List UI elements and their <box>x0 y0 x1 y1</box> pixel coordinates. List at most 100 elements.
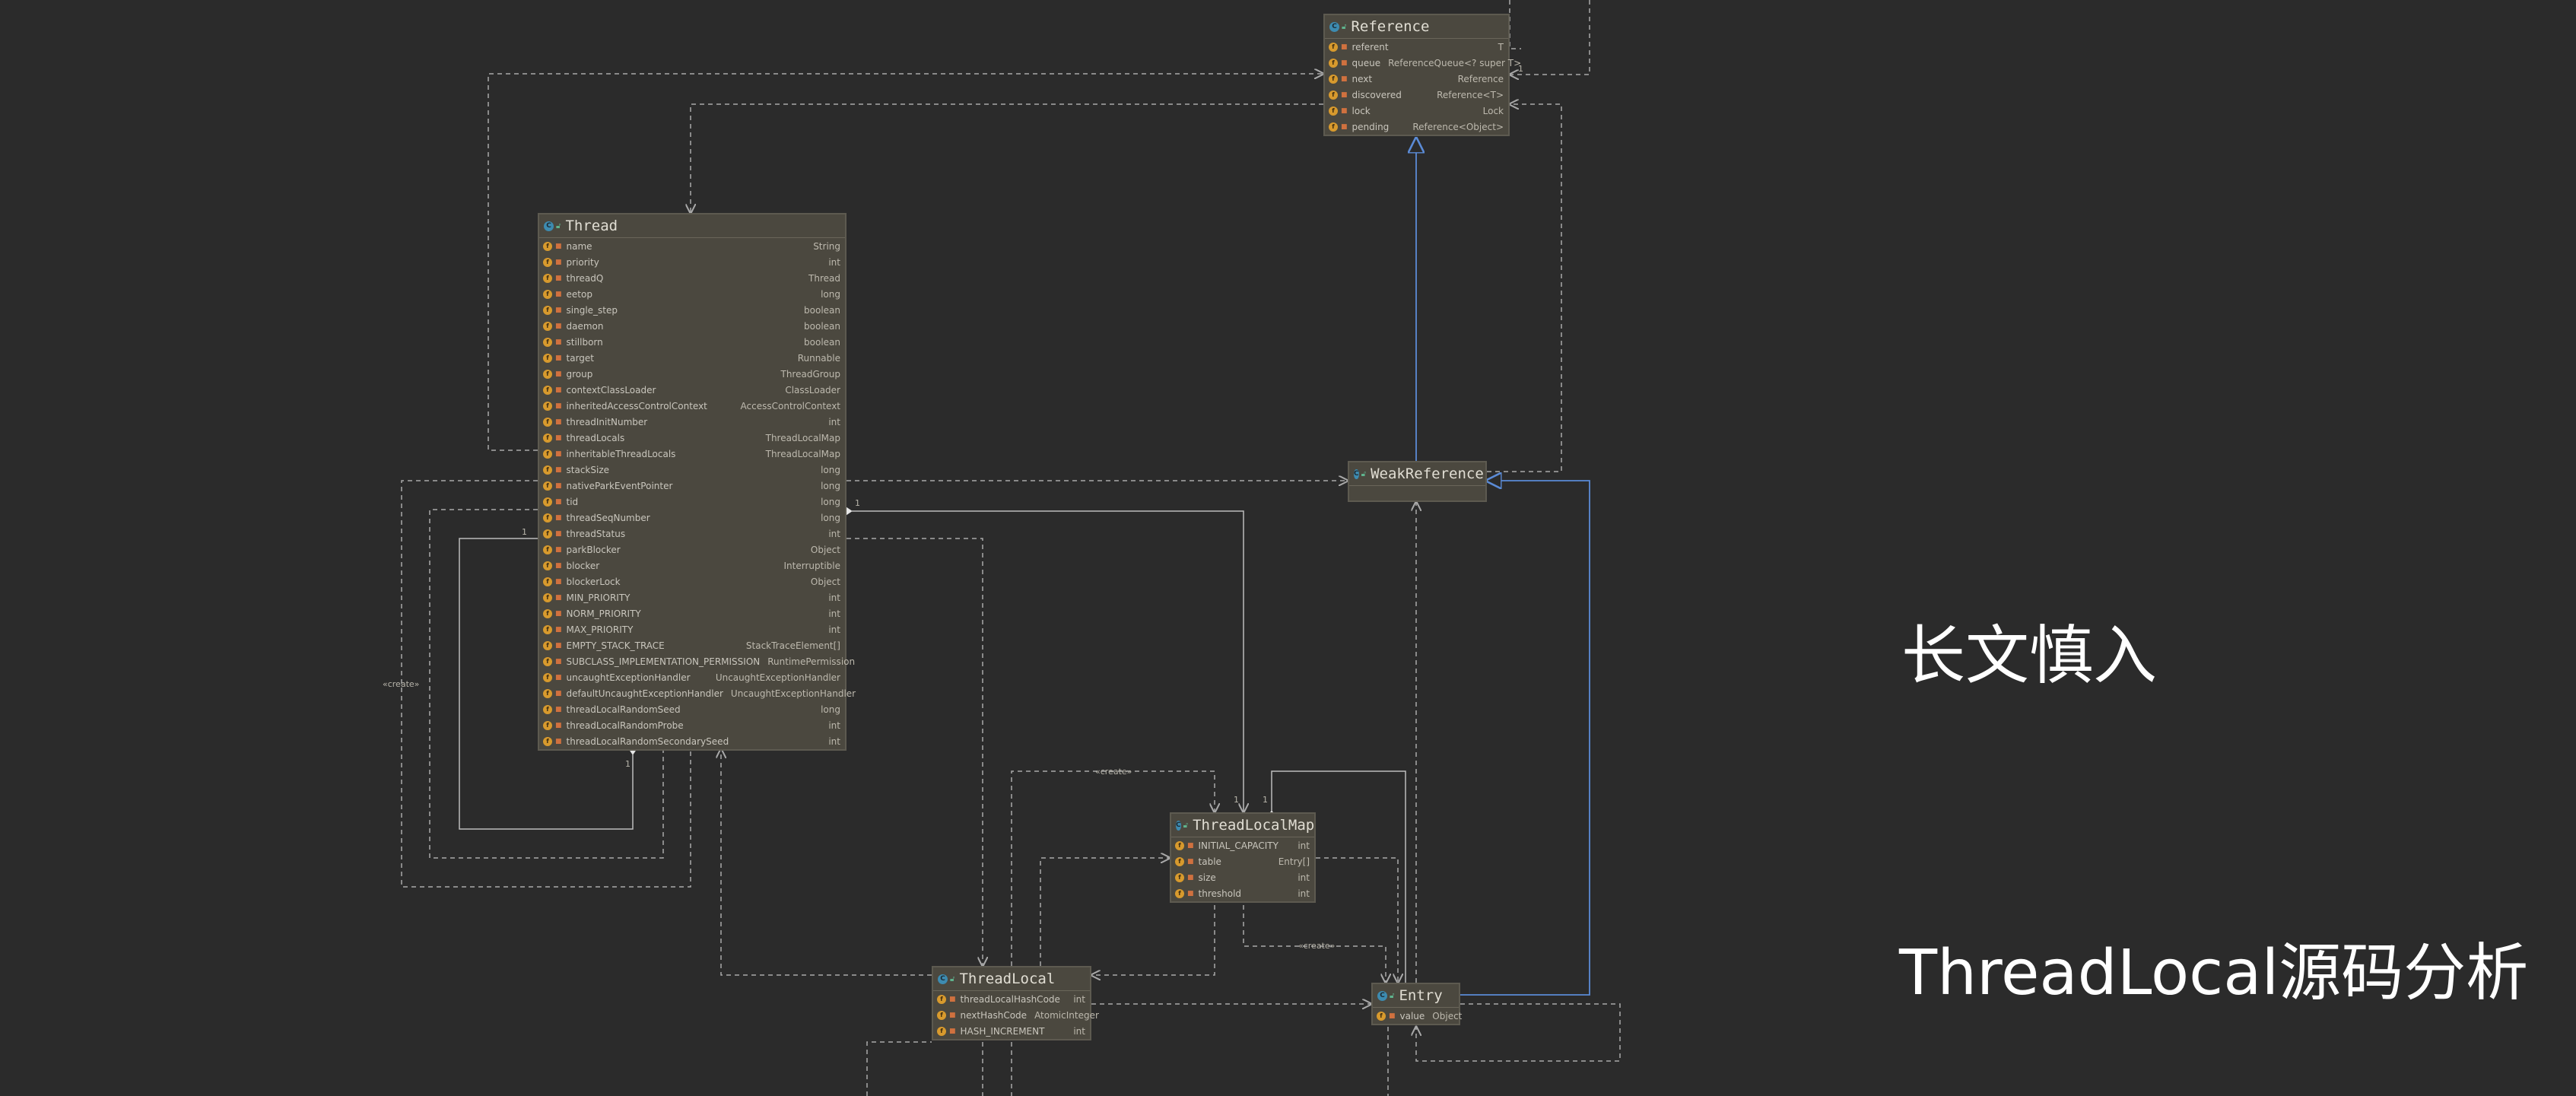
field-f-icon: f <box>543 513 552 523</box>
lock-visibility-icon: ■ <box>555 545 562 554</box>
field-f-icon: f <box>1329 74 1338 84</box>
field-f-icon: f <box>543 241 552 251</box>
field-f-icon: f <box>543 481 552 491</box>
class-header: C 🔓︎ Thread <box>539 214 845 238</box>
field-type: Interruptible <box>783 560 840 571</box>
edge-map-to-entry <box>1316 857 1398 983</box>
lock-visibility-icon: ■ <box>949 995 956 1003</box>
lock-visibility-icon: ■ <box>555 418 562 426</box>
lock-visibility-icon: ■ <box>555 737 562 745</box>
class-name: Thread <box>565 218 618 234</box>
field-name: contextClassLoader <box>566 384 656 396</box>
lock-visibility-icon: ■ <box>555 529 562 538</box>
class-weakreference[interactable]: C 🔓︎ WeakReference <box>1348 461 1487 502</box>
field-f-icon: f <box>543 688 552 698</box>
class-name: Reference <box>1351 18 1430 35</box>
field-f-icon: f <box>543 720 552 730</box>
field-f-icon: f <box>543 561 552 570</box>
field-type: int <box>828 720 840 731</box>
field-name: next <box>1352 73 1373 84</box>
lock-visibility-icon: ■ <box>555 450 562 458</box>
class-header: C 🔓︎ ThreadLocalMap <box>1171 814 1314 837</box>
lock-visibility-icon: 🔓︎ <box>1361 469 1367 478</box>
field-f-icon: f <box>1175 856 1184 866</box>
field-type: boolean <box>804 336 840 348</box>
lock-visibility-icon: ■ <box>1341 106 1348 115</box>
field-name: threshold <box>1198 888 1242 899</box>
edge-weakref-to-reference <box>1487 104 1562 472</box>
lock-visibility-icon: ■ <box>555 290 562 298</box>
field-name: threadSeqNumber <box>566 512 650 523</box>
field-f-icon: f <box>543 353 552 363</box>
class-c-icon: C <box>1329 21 1339 32</box>
field-name: target <box>566 352 595 364</box>
lock-visibility-icon: ■ <box>555 481 562 490</box>
field-name: stackSize <box>566 464 610 475</box>
lock-visibility-icon: ■ <box>1341 75 1348 83</box>
field-name: queue <box>1352 57 1381 68</box>
field-f-icon: f <box>543 321 552 331</box>
lock-visibility-icon: ■ <box>555 497 562 506</box>
lock-visibility-icon: ■ <box>555 513 562 522</box>
lock-visibility-icon: ■ <box>1187 841 1194 850</box>
field-f-icon: f <box>543 672 552 682</box>
multiplicity-label: 1 <box>1518 64 1523 74</box>
create-label-entry: «create» <box>1298 941 1335 951</box>
field-f-icon: f <box>543 608 552 618</box>
field-type: int <box>1073 993 1085 1005</box>
